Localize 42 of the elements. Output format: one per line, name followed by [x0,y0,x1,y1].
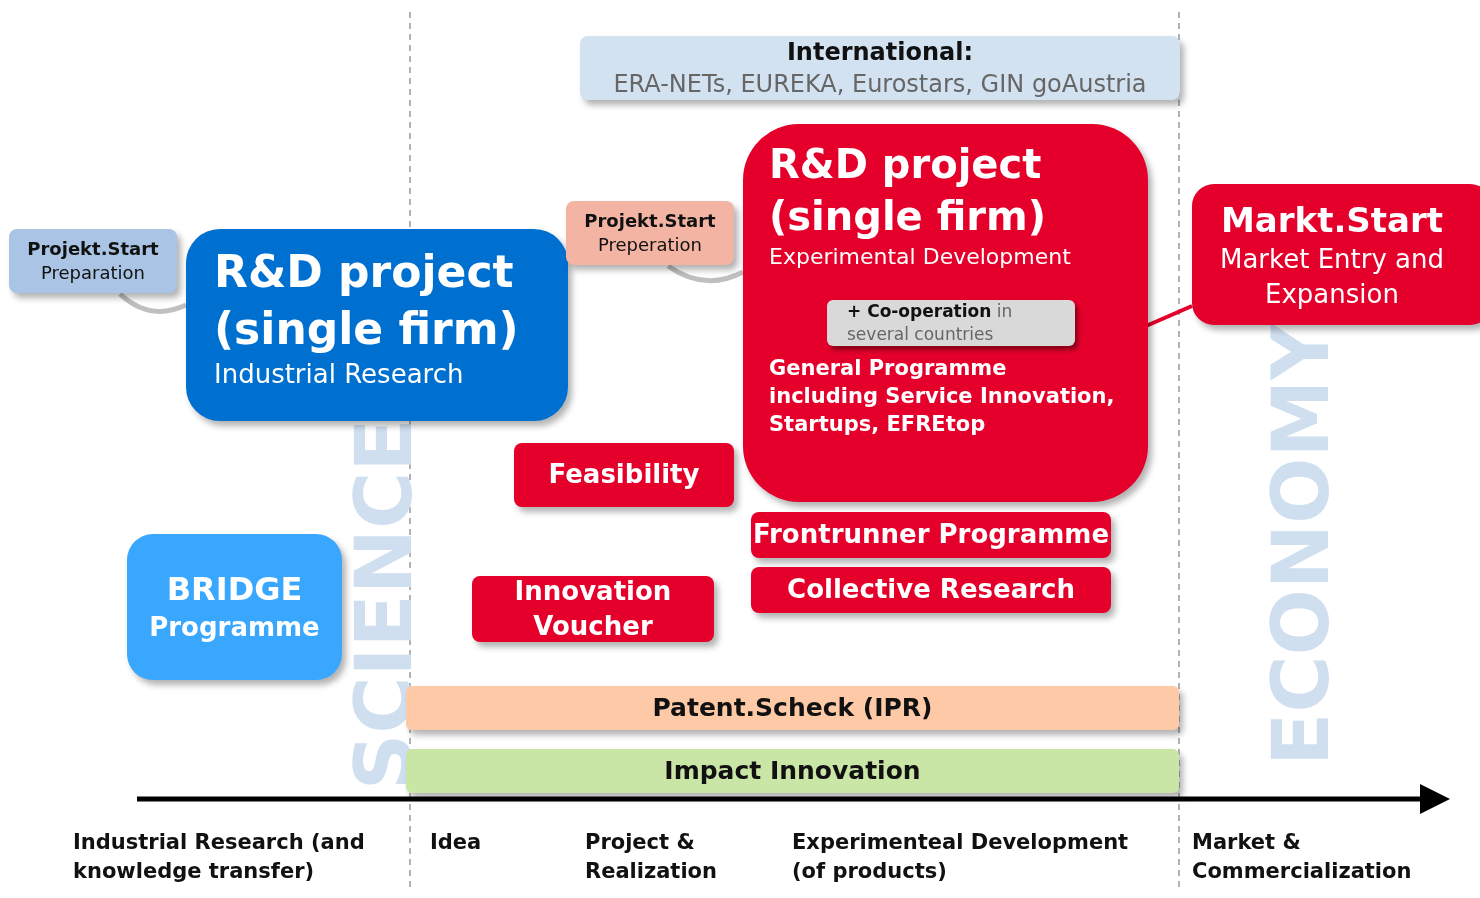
programme-list: ERA-NETs, EUREKA, Eurostars, GIN goAustria [580,68,1180,101]
box-title: Innovation Voucher [513,574,673,643]
note-box [827,300,1075,346]
axis-label: Idea [430,829,483,856]
programme-box [186,229,568,421]
note-text: + Co-operation in several countries [847,300,1014,346]
box-title: BRIDGE [165,568,304,610]
box-title: R&D project (single firm) [214,245,520,357]
axis-label: Market & Commercialization [1192,829,1413,886]
bar-label: Impact Innovation [663,755,922,788]
programme-box [751,512,1111,558]
box-subtitle: Programme [148,611,321,645]
box-subtitle: Industrial Research [214,358,465,392]
watermark-word: SCIENCE [345,420,423,790]
programme-box [1192,184,1480,325]
box-title: Markt.Start [1220,199,1444,242]
axis-label: Industrial Research (and knowledge transfer) [73,829,366,886]
axis-label: Experimenteal Development (of products) [792,829,1130,886]
box-title: Projekt.Start [26,236,160,261]
preparation-box [566,201,734,265]
bar-label: Patent.Scheck (IPR) [651,692,934,725]
programme-list: General Programme including Service Innovation, Startups, EFREtop [769,353,1122,439]
box-title: Frontrunner Programme [751,518,1111,552]
box-title: Feasibility [547,458,701,492]
box-title: R&D project (single firm) [769,140,1047,241]
connector-line [666,263,745,284]
box-subtitle: Preparation [40,261,146,285]
programme-banner [580,36,1180,100]
connector-line [118,292,187,314]
programme-box [743,124,1148,502]
programme-box [751,567,1111,613]
box-subtitle: Market Entry and Expansion [1219,243,1445,312]
box-title: Projekt.Start [583,208,717,233]
box-title: Collective Research [786,573,1076,607]
international-heading: International: [785,36,975,68]
axis-label: Project & Realization [585,829,718,886]
box-subtitle: Preperation [597,233,703,257]
programme-box [514,443,734,507]
programme-box [127,534,342,680]
box-subtitle: Experimental Development [769,243,1072,271]
programme-box [472,576,714,642]
preparation-box [9,229,177,293]
